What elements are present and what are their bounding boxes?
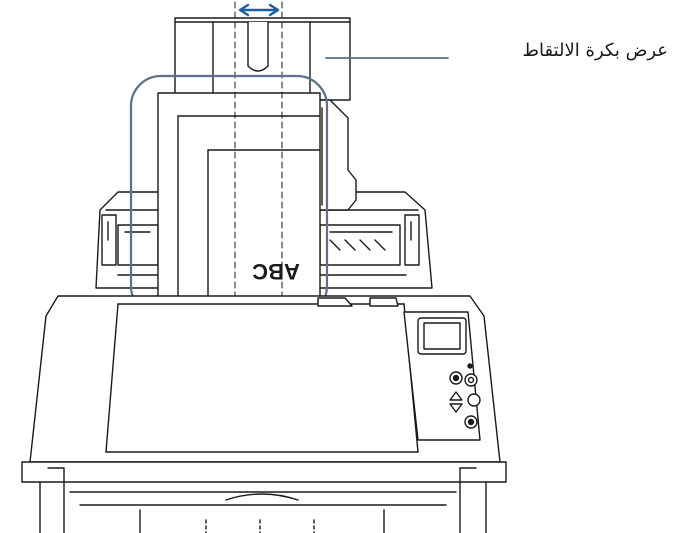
scan-button-icon [464,373,478,387]
callout-label: عرض بكرة الالتقاط [522,40,668,61]
pick-roller-width-guide [234,1,283,306]
chute-side-wing [317,99,357,211]
scanner-front-body [21,295,507,533]
paper-chute-extension [174,17,351,101]
menu-up-icon [449,391,463,401]
width-arrow [238,3,280,17]
document-stack [157,92,321,306]
power-button-icon [467,393,481,407]
menu-down-icon [449,403,463,413]
document-text: ABC [252,259,300,284]
operator-panel [403,311,481,441]
feed-lever [317,297,399,307]
